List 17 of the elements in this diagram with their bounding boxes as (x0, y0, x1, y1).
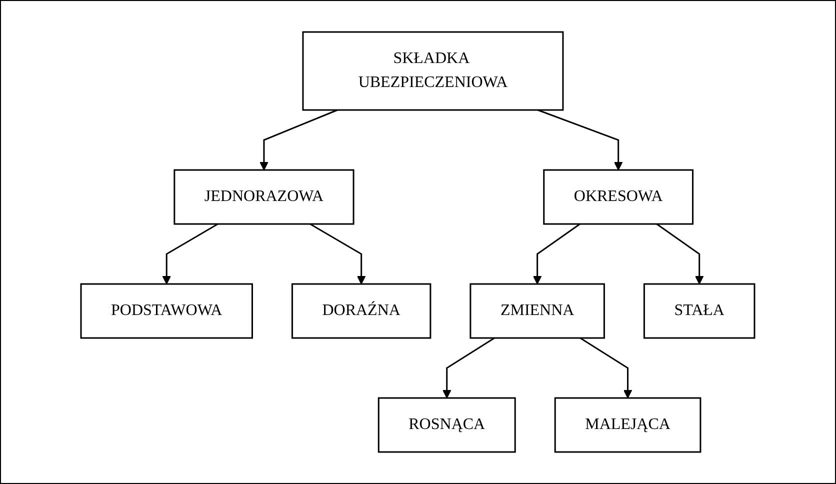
arrow (656, 223, 704, 284)
node-box: MALEJĄCA (554, 397, 702, 453)
node-box: SKŁADKA UBEZPIECZENIOWA (302, 31, 564, 111)
node-box: PODSTAWOWA (80, 283, 254, 339)
arrow (442, 337, 496, 398)
arrow (310, 223, 366, 284)
node-box: OKRESOWA (543, 169, 694, 225)
arrow (162, 223, 218, 284)
node-box: ROSNĄCA (378, 397, 516, 453)
arrow (533, 223, 581, 284)
arrow (260, 109, 338, 170)
node-box: DORAŹNA (292, 283, 432, 339)
arrow (580, 337, 632, 398)
node-box: ZMIENNA (470, 283, 606, 339)
node-box: JEDNORAZOWA (174, 169, 355, 225)
node-box: STAŁA (644, 283, 756, 339)
arrow (538, 109, 623, 170)
